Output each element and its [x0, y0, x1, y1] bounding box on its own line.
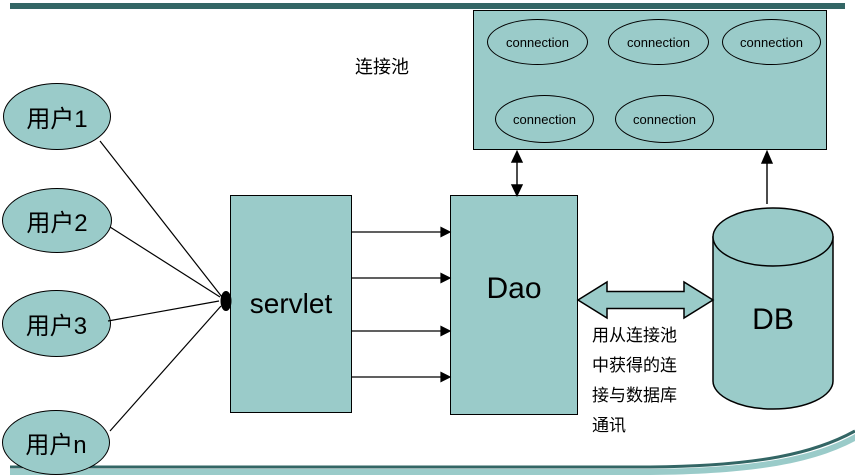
user-label-3: 用户3 [25, 313, 88, 340]
dao-label: Dao [486, 272, 542, 305]
connection-pool-box: connection connection connection connect… [473, 10, 827, 150]
bottom-swoosh-line [10, 429, 855, 469]
user-ellipse-n: 用户n [2, 410, 110, 475]
connection-label-4: connection [513, 111, 576, 127]
connection-ellipse-1: connection [487, 19, 588, 65]
servlet-dao-arrowhead-3 [440, 325, 452, 337]
user-label-1: 用户1 [26, 106, 88, 133]
annotation-line-2: 中获得的连 [592, 356, 677, 375]
user-label-2: 用户2 [26, 210, 88, 237]
annotation-line-4: 通讯 [592, 416, 626, 435]
dao-pool-double-arrow [510, 149, 524, 198]
user-label-n: 用户n [25, 432, 87, 459]
db-pool-arrowhead-up [760, 149, 774, 164]
servlet-dao-arrowhead-1 [440, 226, 452, 238]
dao-pool-arrowhead-up [510, 149, 524, 163]
servlet-dao-arrowhead-2 [440, 272, 452, 284]
usern-servlet-line [109, 305, 222, 432]
servlet-box: servlet [230, 195, 352, 413]
annotation-text: 用从连接池 中获得的连 接与数据库 通讯 [592, 321, 717, 441]
connection-label-1: connection [506, 34, 569, 50]
db-cylinder-top [712, 207, 834, 267]
user1-servlet-line [99, 140, 223, 298]
user-ellipse-3: 用户3 [2, 290, 111, 357]
user2-servlet-line [109, 226, 221, 298]
connection-ellipse-5: connection [615, 95, 714, 143]
servlet-to-dao-arrows [352, 226, 452, 383]
connection-label-3: connection [740, 34, 803, 50]
top-accent-bar [10, 3, 845, 9]
pool-label: 连接池 [355, 57, 409, 77]
connection-ellipse-4: connection [495, 95, 594, 143]
user-ellipse-2: 用户2 [2, 188, 112, 253]
annotation-line-3: 接与数据库 [592, 386, 677, 405]
annotation-line-1: 用从连接池 [592, 326, 677, 345]
connection-ellipse-2: connection [608, 19, 709, 65]
servlet-dao-arrowhead-4 [440, 371, 452, 383]
user3-servlet-line [107, 300, 220, 322]
user-to-servlet-lines [99, 140, 223, 432]
db-pool-arrow [760, 149, 774, 204]
dao-box: Dao [450, 195, 578, 415]
servlet-label: servlet [249, 288, 333, 319]
dao-pool-arrowhead-down [510, 184, 524, 198]
connection-ellipse-3: connection [722, 19, 821, 65]
bottom-band [10, 434, 855, 475]
db-label: DB [752, 303, 794, 336]
dao-db-block-arrow [576, 280, 715, 320]
connection-label-2: connection [627, 34, 690, 50]
connection-label-5: connection [633, 111, 696, 127]
user-ellipse-1: 用户1 [3, 83, 111, 150]
